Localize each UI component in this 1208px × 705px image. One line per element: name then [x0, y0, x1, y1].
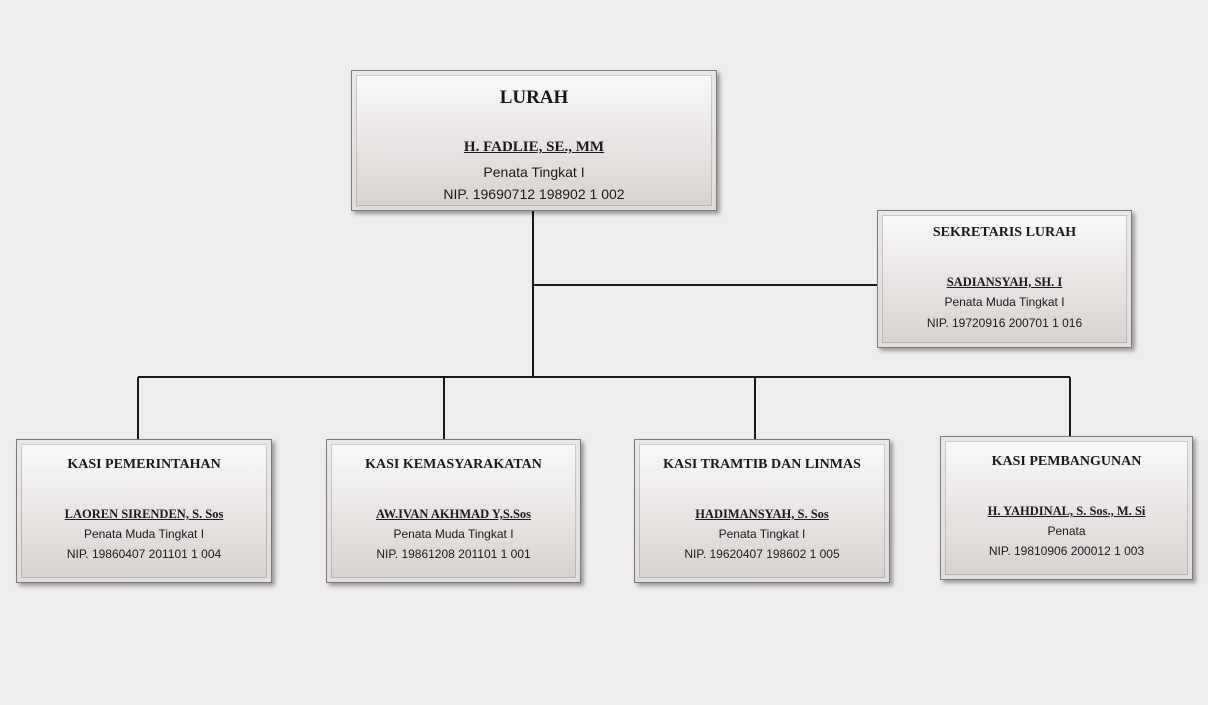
- kasi-kemasyarakatan-name: AW.IVAN AKHMAD Y,S.Sos: [375, 507, 532, 521]
- lurah-title: LURAH: [499, 87, 569, 108]
- sekretaris-name: SADIANSYAH, SH. I: [946, 275, 1063, 289]
- kasi-kemasyarakatan-title: KASI KEMASYARAKATAN: [365, 457, 542, 472]
- kasi-tramtib-name: HADIMANSYAH, S. Sos: [695, 507, 829, 521]
- kasi-pemerintahan-name: LAOREN SIRENDEN, S. Sos: [64, 507, 224, 521]
- lurah-nip: NIP. 19690712 198902 1 002: [443, 186, 625, 202]
- kasi-pemerintahan-box: KASI PEMERINTAHAN LAOREN SIRENDEN, S. So…: [16, 439, 272, 583]
- lurah-rank: Penata Tingkat I: [483, 164, 585, 180]
- sekretaris-rank: Penata Muda Tingkat I: [944, 295, 1065, 309]
- kasi-kemasyarakatan-box: KASI KEMASYARAKATAN AW.IVAN AKHMAD Y,S.S…: [326, 439, 581, 583]
- sekretaris-nip: NIP. 19720916 200701 1 016: [926, 316, 1083, 330]
- kasi-tramtib-nip: NIP. 19620407 198602 1 005: [684, 547, 840, 561]
- sekretaris-box: SEKRETARIS LURAH SADIANSYAH, SH. I Penat…: [877, 210, 1132, 348]
- kasi-pembangunan-nip: NIP. 19810906 200012 1 003: [988, 544, 1145, 558]
- kasi-kemasyarakatan-rank: Penata Muda Tingkat I: [393, 527, 514, 541]
- kasi-kemasyarakatan-nip: NIP. 19861208 201101 1 001: [376, 547, 531, 561]
- kasi-tramtib-rank: Penata Tingkat I: [718, 527, 806, 541]
- kasi-pemerintahan-rank: Penata Muda Tingkat I: [83, 527, 205, 541]
- lurah-box: LURAH H. FADLIE, SE., MM Penata Tingkat …: [351, 70, 717, 211]
- kasi-pembangunan-title: KASI PEMBANGUNAN: [991, 454, 1142, 469]
- kasi-tramtib-box: KASI TRAMTIB DAN LINMAS HADIMANSYAH, S. …: [634, 439, 890, 583]
- kasi-pemerintahan-nip: NIP. 19860407 201101 1 004: [66, 547, 222, 561]
- lurah-name: H. FADLIE, SE., MM: [463, 139, 605, 155]
- kasi-tramtib-title: KASI TRAMTIB DAN LINMAS: [663, 457, 861, 472]
- kasi-pemerintahan-title: KASI PEMERINTAHAN: [67, 457, 221, 472]
- sekretaris-title: SEKRETARIS LURAH: [932, 225, 1077, 240]
- kasi-pembangunan-name: H. YAHDINAL, S. Sos., M. Si: [987, 504, 1146, 518]
- kasi-pembangunan-rank: Penata: [1047, 524, 1086, 538]
- kasi-pembangunan-box: KASI PEMBANGUNAN H. YAHDINAL, S. Sos., M…: [940, 436, 1193, 580]
